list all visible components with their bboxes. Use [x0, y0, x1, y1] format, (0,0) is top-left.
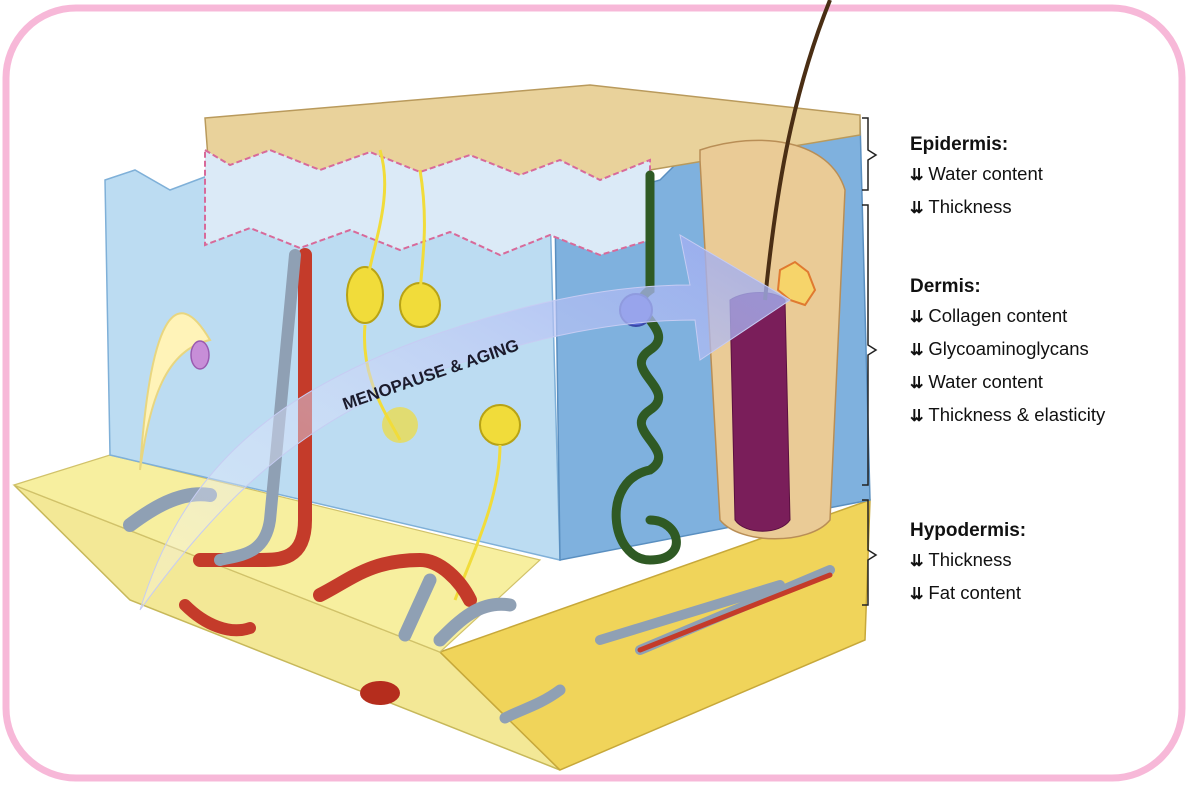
nerve-corpuscle	[191, 341, 209, 369]
dermis-change-2: ⇊Glycoaminoglycans	[910, 333, 1105, 366]
brace-epidermis	[862, 118, 876, 190]
dermis-heading: Dermis:	[910, 274, 1105, 300]
decrease-arrow-icon: ⇊	[910, 586, 920, 603]
decrease-arrow-icon: ⇊	[910, 167, 920, 184]
decrease-arrow-icon: ⇊	[910, 375, 920, 392]
decrease-arrow-icon: ⇊	[910, 408, 920, 425]
hypodermis-change-2: ⇊Fat content	[910, 577, 1026, 610]
hypodermis-heading: Hypodermis:	[910, 518, 1026, 544]
dermis-change-3: ⇊Water content	[910, 366, 1105, 399]
dermis-change-1: ⇊Collagen content	[910, 300, 1105, 333]
dermis-label-block: Dermis: ⇊Collagen content ⇊Glycoaminogly…	[910, 274, 1105, 432]
hypodermis-change-1: ⇊Thickness	[910, 544, 1026, 577]
nerve-ball-2	[480, 405, 520, 445]
epidermis-change-1: ⇊Water content	[910, 158, 1043, 191]
dermis-change-4: ⇊Thickness & elasticity	[910, 399, 1105, 432]
epidermis-label-block: Epidermis: ⇊Water content ⇊Thickness	[910, 132, 1043, 224]
decrease-arrow-icon: ⇊	[910, 342, 920, 359]
decrease-arrow-icon: ⇊	[910, 200, 920, 217]
vessel-cross-section	[360, 681, 400, 705]
decrease-arrow-icon: ⇊	[910, 309, 920, 326]
hypodermis-label-block: Hypodermis: ⇊Thickness ⇊Fat content	[910, 518, 1026, 610]
epidermis-heading: Epidermis:	[910, 132, 1043, 158]
decrease-arrow-icon: ⇊	[910, 553, 920, 570]
epidermis-change-2: ⇊Thickness	[910, 191, 1043, 224]
